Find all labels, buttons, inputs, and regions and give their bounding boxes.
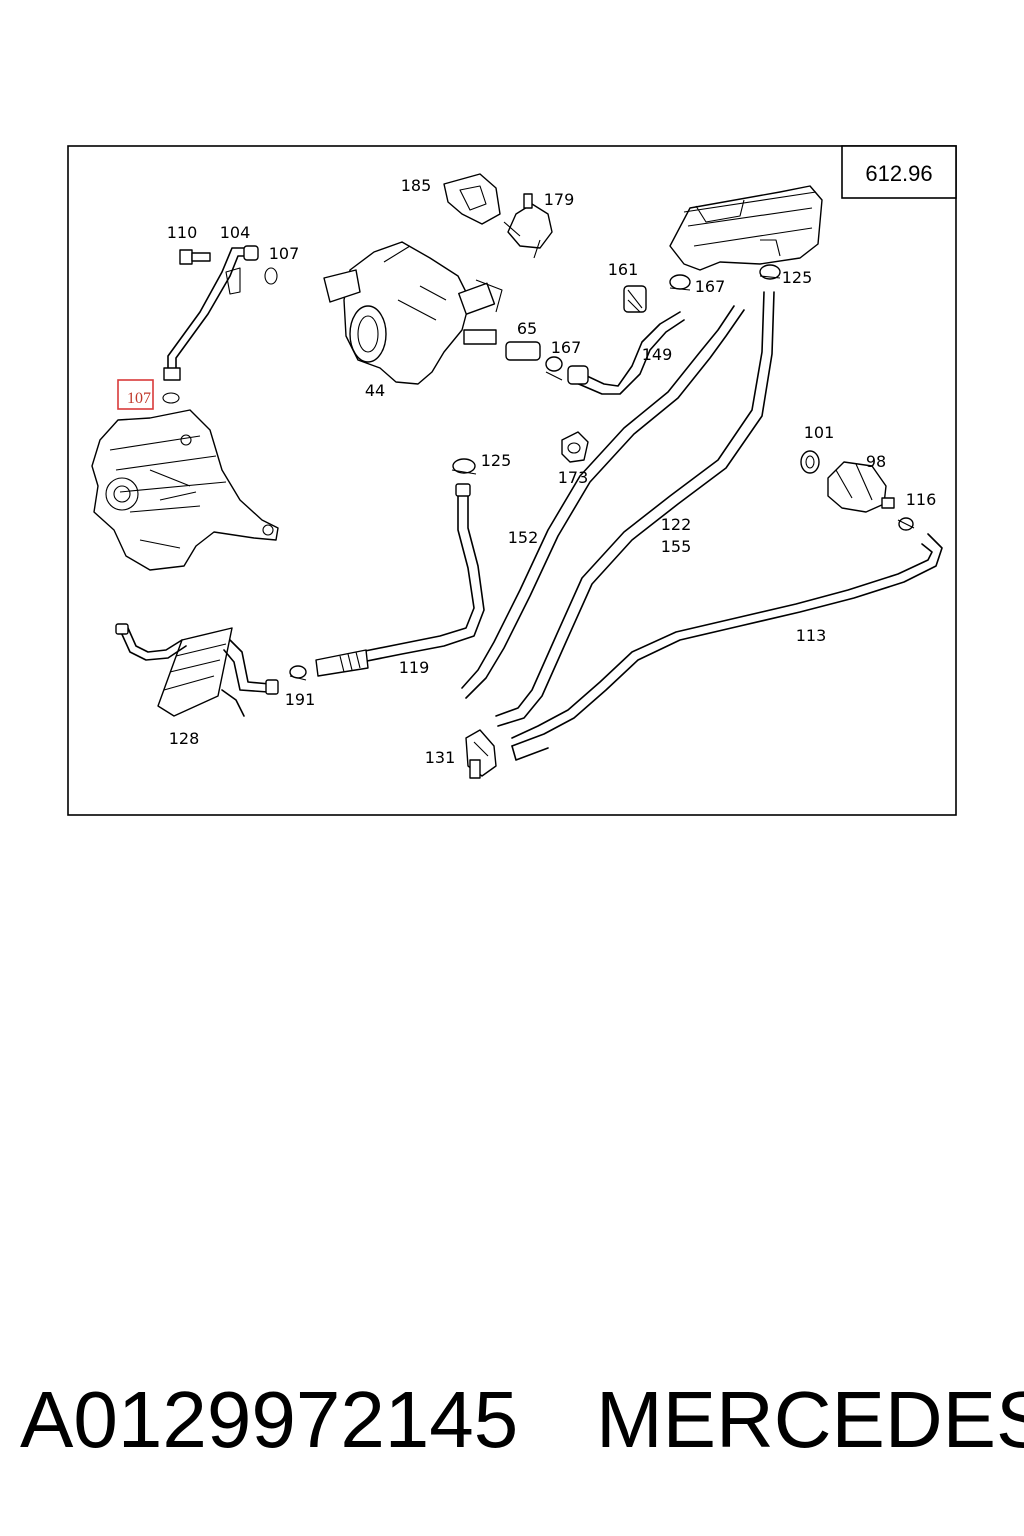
hose-149 <box>567 311 685 395</box>
part-number: A0129972145 <box>20 1375 519 1464</box>
label-125-top: 125 <box>782 268 813 287</box>
label-152: 152 <box>508 528 539 547</box>
clip-185 <box>443 173 501 225</box>
brand-name: MERCEDES <box>596 1375 1024 1464</box>
label-104: 104 <box>220 223 251 242</box>
label-107-top: 107 <box>269 244 300 263</box>
label-185: 185 <box>401 176 432 195</box>
label-113: 113 <box>796 626 827 645</box>
label-191: 191 <box>285 690 316 709</box>
label-161: 161 <box>608 260 639 279</box>
label-173: 173 <box>558 468 589 487</box>
valve-179 <box>503 193 553 259</box>
label-128: 128 <box>169 729 200 748</box>
seal-ring-107b <box>162 392 180 404</box>
label-155: 155 <box>661 537 692 556</box>
label-65: 65 <box>517 319 537 338</box>
label-101: 101 <box>804 423 835 442</box>
clamp-116 <box>897 517 915 531</box>
label-167-right: 167 <box>695 277 726 296</box>
hose-119 <box>315 483 485 677</box>
sleeve-161 <box>623 285 647 313</box>
clamp-167b <box>545 356 563 381</box>
footer: A0129972145 MERCEDES <box>0 1360 1024 1480</box>
highlight-box <box>117 379 154 410</box>
section-code: 612.96 <box>865 161 932 186</box>
label-98: 98 <box>866 452 886 471</box>
label-179: 179 <box>544 190 575 209</box>
label-116: 116 <box>906 490 937 509</box>
regulator-98 <box>827 461 895 513</box>
clamp-191 <box>289 665 307 681</box>
clamp-173 <box>561 431 589 463</box>
seal-ring-107a <box>264 267 278 285</box>
label-119: 119 <box>399 658 430 677</box>
label-167-mid: 167 <box>551 338 582 357</box>
sleeve-65 <box>505 341 541 361</box>
clip-131 <box>465 729 497 779</box>
label-149: 149 <box>642 345 673 364</box>
label-107-highlighted: 107 <box>127 390 151 407</box>
thermostat-housing-44 <box>323 241 503 385</box>
ring-101 <box>800 450 820 474</box>
diagram-frame <box>67 145 957 816</box>
hose-122-155 <box>495 291 775 727</box>
housing-part <box>91 409 279 571</box>
reservoir-part <box>669 185 823 271</box>
cooler-128 <box>115 623 279 717</box>
parts-diagram: 612.96 <box>67 145 957 816</box>
clamp-125b <box>451 458 477 475</box>
label-122: 122 <box>661 515 692 534</box>
label-131: 131 <box>425 748 456 767</box>
pipe-104 <box>163 245 259 381</box>
clamp-167a <box>669 274 691 291</box>
hose-113 <box>511 533 943 761</box>
bolt-110 <box>179 249 211 265</box>
label-125-mid: 125 <box>481 451 512 470</box>
label-110: 110 <box>167 223 198 242</box>
hose-152 <box>461 305 745 699</box>
diagram-canvas: 612.96 <box>67 145 957 816</box>
clamp-125a <box>759 264 781 280</box>
label-44: 44 <box>365 381 385 400</box>
section-code-box <box>841 145 957 199</box>
